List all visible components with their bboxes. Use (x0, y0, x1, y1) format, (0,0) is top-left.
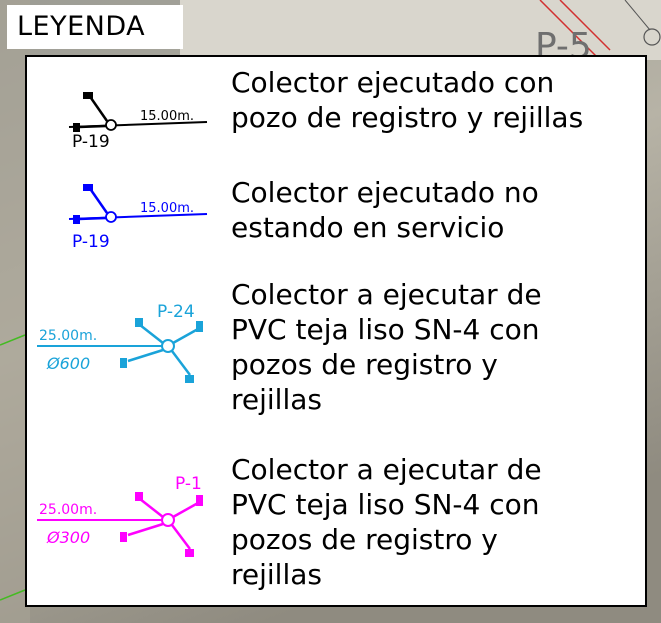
legend-title: LEYENDA (7, 5, 183, 49)
legend-panel: P-19 15.00m. Colector ejecutado con pozo… (25, 55, 647, 607)
length-label: 25.00m. (39, 502, 97, 518)
well-label: P-19 (72, 132, 110, 150)
legend-entry-text-4: Colector a ejecutar de PVC teja liso SN-… (231, 453, 542, 591)
legend-entry-text-2: Colector ejecutado no estando en servici… (231, 176, 539, 244)
well-label: P-19 (72, 232, 110, 252)
length-label: 15.00m. (140, 109, 194, 124)
well-label: P-1 (175, 474, 202, 494)
length-label: 25.00m. (39, 328, 97, 344)
diameter-label: Ø300 (46, 528, 90, 547)
legend-entry-text-1: Colector ejecutado con pozo de registro … (231, 66, 584, 134)
symbol-collector-executed: P-19 15.00m. (68, 92, 208, 150)
well-label: P-24 (157, 302, 195, 322)
symbol-collector-planned-300: P-1 25.00m. Ø300 (37, 474, 203, 557)
length-label: 15.00m. (140, 201, 194, 216)
symbol-collector-planned-600: P-24 25.00m. Ø600 (37, 302, 203, 383)
legend-entry-text-3: Colector a ejecutar de PVC teja liso SN-… (231, 278, 542, 416)
diameter-label: Ø600 (46, 354, 90, 373)
symbol-collector-not-in-service: P-19 15.00m. (68, 184, 208, 252)
